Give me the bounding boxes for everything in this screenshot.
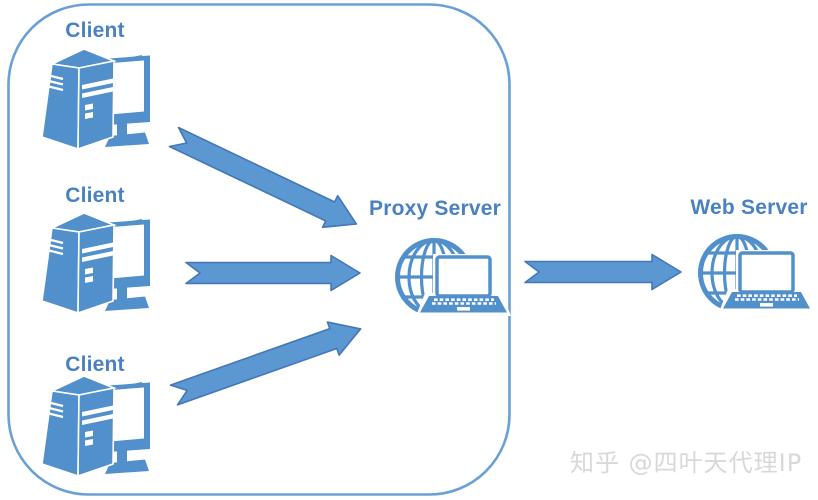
proxy-server-label: Proxy Server: [369, 197, 501, 220]
arrow-client-1-to-proxy: [168, 126, 358, 229]
web-server-label: Web Server: [690, 196, 808, 219]
client-computer-icon: [40, 375, 152, 478]
client-label: Client: [65, 19, 125, 42]
arrow-client-2-to-proxy: [185, 254, 361, 292]
arrow-proxy-to-web-server: [524, 253, 682, 291]
client-computer-icon: [40, 48, 152, 151]
client-computer-icon: [40, 212, 152, 315]
proxy-server-globe-laptop-icon: [398, 241, 512, 317]
arrow-client-3-to-proxy: [169, 321, 362, 406]
client-network-boundary: [7, 3, 511, 496]
connection-arrows: [168, 126, 682, 406]
client-label: Client: [65, 353, 125, 376]
web-server-globe-laptop-icon: [701, 237, 815, 313]
watermark-text: 知乎 @四叶天代理IP: [570, 449, 803, 477]
client-label: Client: [65, 184, 125, 207]
